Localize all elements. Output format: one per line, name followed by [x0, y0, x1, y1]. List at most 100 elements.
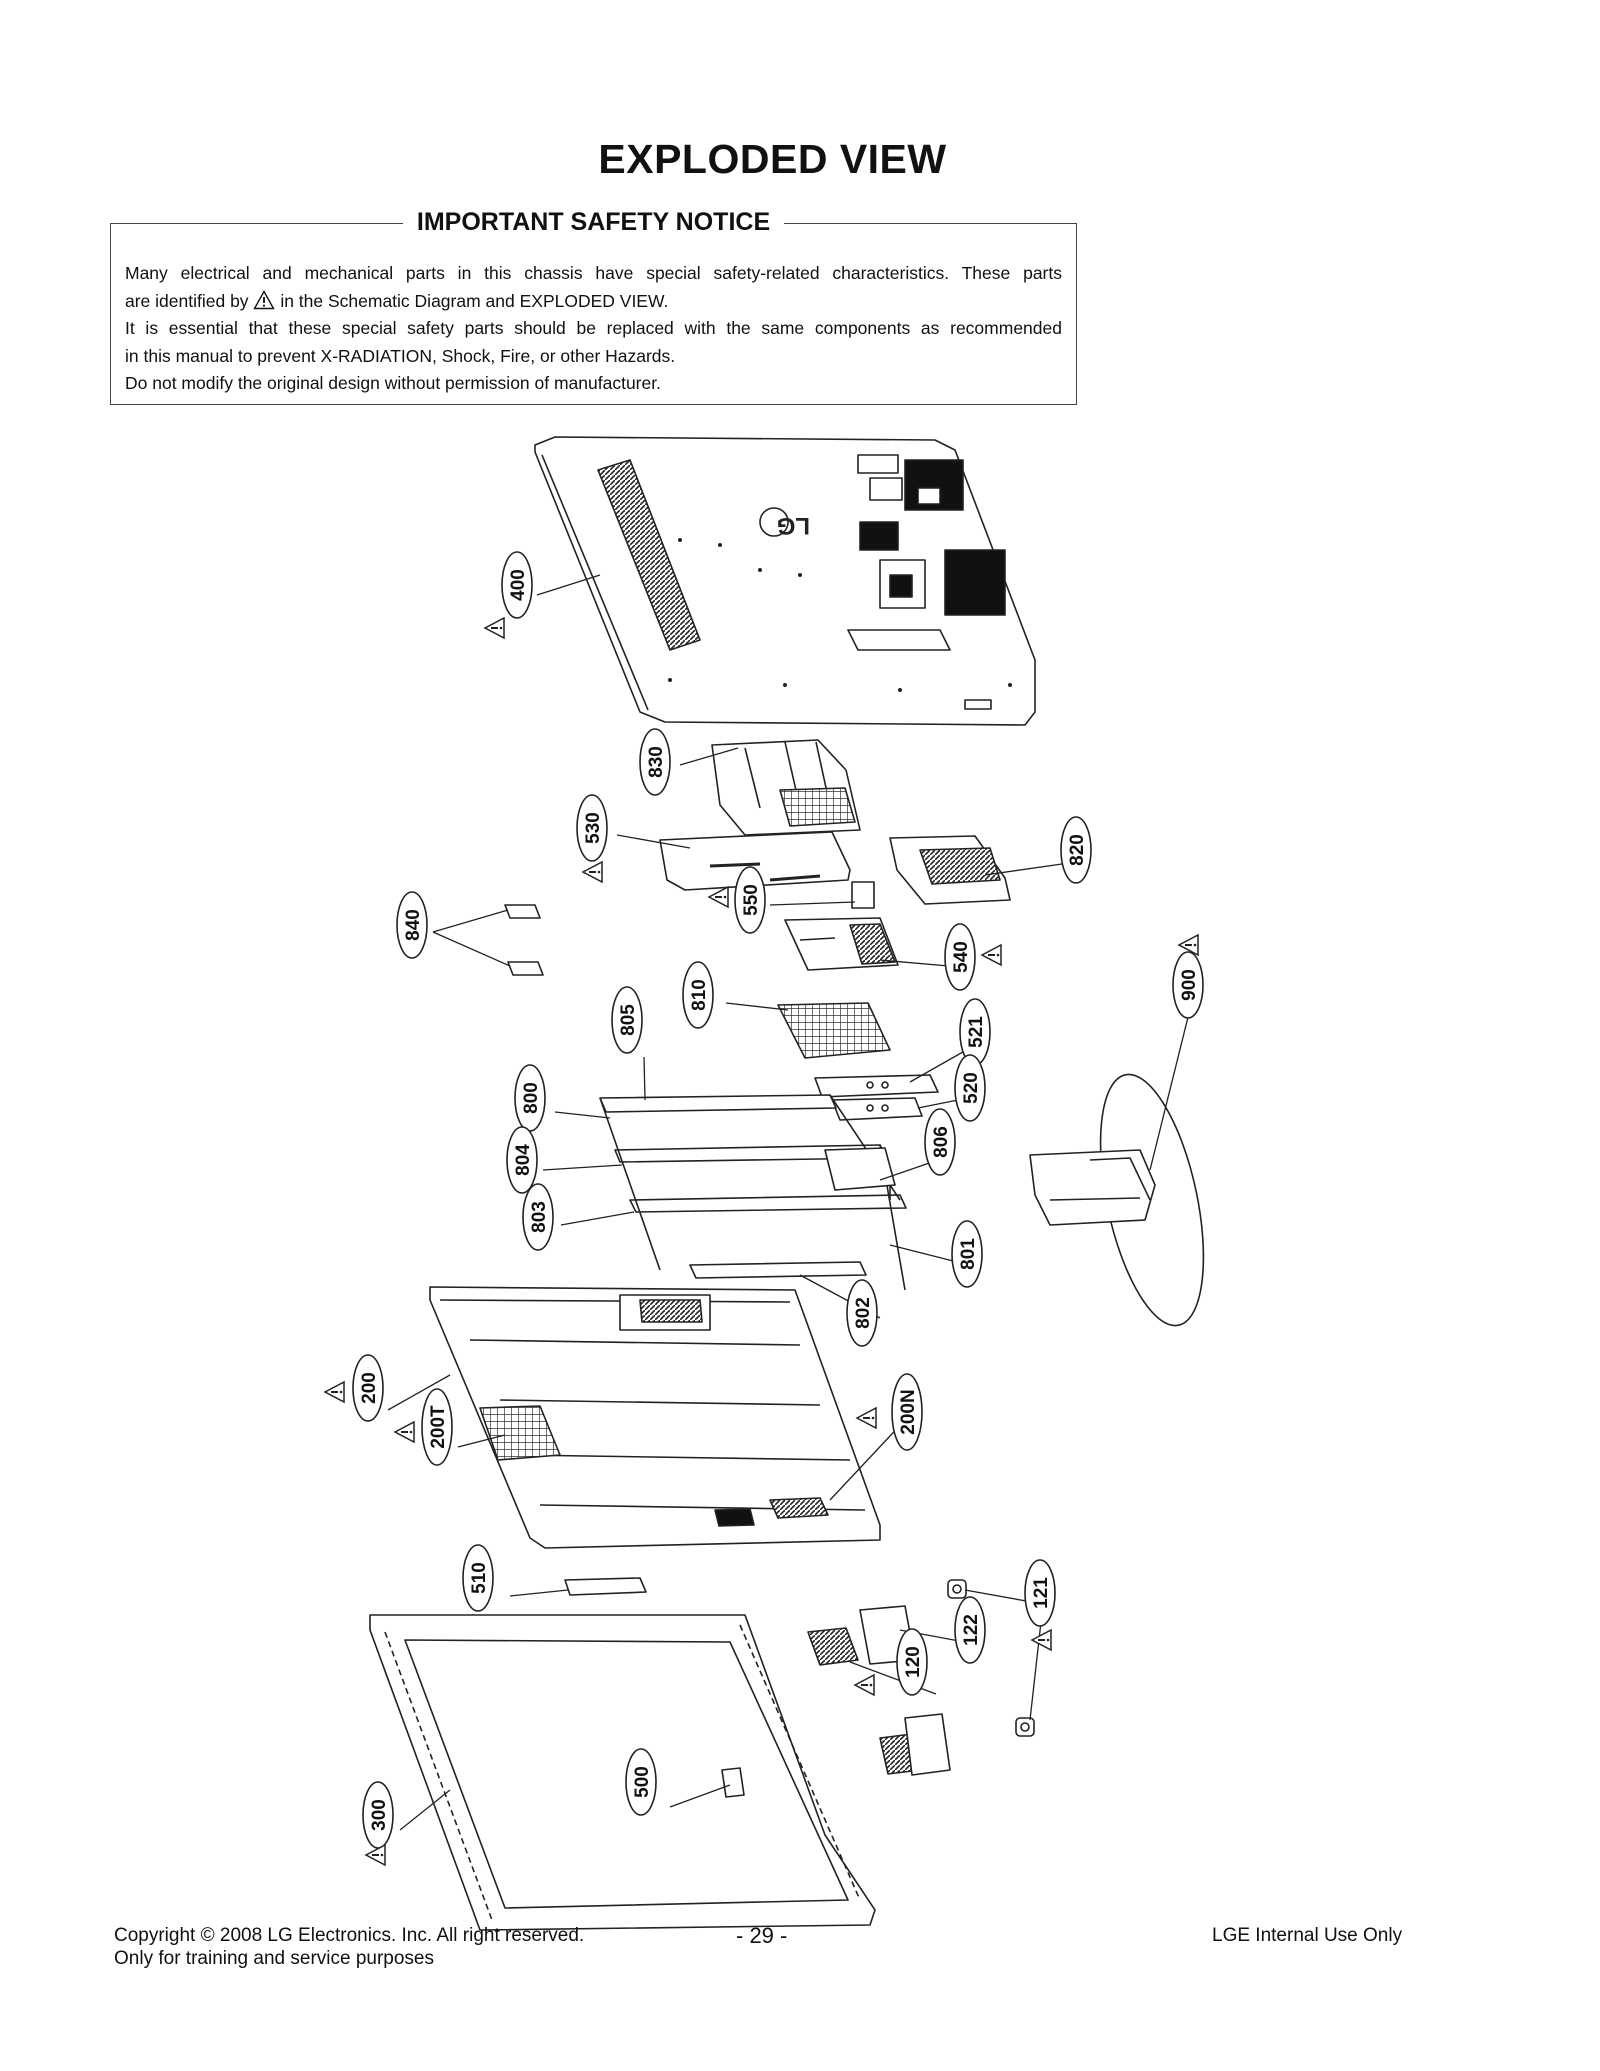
notice-line-4: in this manual to prevent X-RADIATION, S…	[125, 345, 676, 366]
callout-bubble	[954, 1596, 986, 1664]
callout-bubble	[846, 1279, 878, 1347]
callout-label: 806	[931, 1126, 952, 1158]
speaker-parts	[807, 1579, 1035, 1776]
power-board-540-part	[784, 917, 899, 971]
callout-label: 803	[529, 1201, 550, 1233]
callout-840: 840	[396, 891, 428, 959]
warning-triangle-icon	[393, 1420, 415, 1444]
callout-200: 200	[323, 1354, 384, 1422]
callout-200n: 200N	[855, 1373, 923, 1451]
callout-804: 804	[506, 1126, 538, 1194]
warning-triangle-icon	[253, 289, 276, 309]
callout-label: 810	[689, 979, 710, 1011]
page-title: EXPLODED VIEW	[598, 136, 947, 182]
warning-triangle-icon	[1030, 1628, 1052, 1652]
safety-notice-heading: IMPORTANT SAFETY NOTICE	[402, 208, 785, 236]
callout-label: 520	[961, 1072, 982, 1104]
panel-chassis-part	[429, 1286, 881, 1549]
callout-200t: 200T	[393, 1388, 453, 1466]
callout-806: 806	[924, 1108, 956, 1176]
callout-label: 122	[961, 1614, 982, 1646]
copyright-line-1: Copyright © 2008 LG Electronics. Inc. Al…	[114, 1925, 585, 1946]
callout-bubble	[506, 1126, 538, 1194]
svg-text:LG: LG	[777, 512, 810, 539]
safety-notice-body: Many electrical and mechanical parts in …	[125, 260, 1062, 398]
copyright-notice: Copyright © 2008 LG Electronics. Inc. Al…	[114, 1924, 584, 1970]
warning-triangle-icon	[364, 1843, 386, 1867]
bracket-840-part	[504, 904, 544, 976]
callout-bubble	[1172, 951, 1204, 1019]
callout-bubble	[682, 961, 714, 1029]
warning-triangle-icon	[581, 860, 603, 884]
jack-550-part	[851, 881, 875, 909]
callout-bubble	[352, 1354, 384, 1422]
callout-bubble	[421, 1388, 453, 1466]
callout-label: 300	[369, 1799, 390, 1831]
lg-logo: LG	[759, 507, 810, 539]
callout-802: 802	[846, 1279, 878, 1347]
callout-label: 200T	[428, 1405, 449, 1449]
callout-label: 400	[508, 569, 529, 601]
safety-notice-box: IMPORTANT SAFETY NOTICE Many electrical …	[110, 208, 1077, 405]
callout-label: 900	[1179, 969, 1200, 1001]
callout-810: 810	[682, 961, 714, 1029]
callout-label: 800	[521, 1082, 542, 1114]
callout-layer: 400 830 530 820 550 840 540 810 900 805 521 800 520 8…	[323, 551, 1204, 1867]
callout-800: 800	[514, 1064, 546, 1132]
callout-label: 200	[359, 1372, 380, 1404]
callout-bubble	[896, 1628, 928, 1696]
callout-bubble	[954, 1054, 986, 1122]
callout-805: 805	[611, 986, 643, 1054]
warning-triangle-icon	[483, 616, 505, 640]
shield-810-part	[777, 1002, 891, 1059]
warning-triangle-icon	[1177, 933, 1199, 957]
internal-use-notice: LGE Internal Use Only	[1212, 1925, 1403, 1946]
callout-label: 500	[632, 1766, 653, 1798]
notice-line-5: Do not modify the original design withou…	[125, 373, 661, 393]
callout-500: 500	[625, 1748, 657, 1816]
callout-521: 521	[959, 998, 991, 1066]
callout-bubble	[625, 1748, 657, 1816]
callout-label: 820	[1067, 834, 1088, 866]
callout-550: 550	[707, 866, 766, 934]
notice-line-2: are identified by in the Schematic Diagr…	[125, 288, 1062, 316]
callout-540: 540	[944, 923, 1002, 991]
callout-bubble	[576, 794, 608, 862]
callout-bubble	[522, 1183, 554, 1251]
page-number: - 29 -	[736, 1923, 788, 1948]
callout-label: 120	[903, 1646, 924, 1678]
back-cover-part: LG	[534, 436, 1036, 726]
frame-bars-part	[599, 1094, 907, 1291]
callout-803: 803	[522, 1183, 554, 1251]
callout-400: 400	[483, 551, 533, 640]
front-bezel-part	[369, 1614, 876, 1931]
callout-label: 510	[469, 1562, 490, 1594]
notice-line-2b: in the Schematic Diagram and EXPLODED VI…	[280, 290, 669, 311]
callout-label: 550	[741, 884, 762, 916]
callout-bubble	[734, 866, 766, 934]
callout-label: 830	[646, 746, 667, 778]
callout-520: 520	[954, 1054, 986, 1122]
stand-900-part	[1029, 1073, 1205, 1327]
callout-bubble	[951, 1220, 983, 1288]
callout-label: 805	[618, 1004, 639, 1036]
callout-bubble	[891, 1373, 923, 1451]
callout-bubble	[1060, 816, 1092, 884]
ir-board-510-part	[564, 1577, 647, 1596]
callout-122: 122	[954, 1596, 986, 1664]
callout-label: 530	[583, 812, 604, 844]
callout-830: 830	[639, 728, 671, 796]
callout-bubble	[462, 1544, 494, 1612]
callout-510: 510	[462, 1544, 494, 1612]
copyright-line-2: Only for training and service purposes	[114, 1948, 434, 1969]
callout-120: 120	[853, 1628, 928, 1697]
notice-line-3: It is essential that these special safet…	[125, 318, 1062, 338]
callout-label: 200N	[898, 1389, 919, 1434]
callout-bubble	[639, 728, 671, 796]
callout-900: 900	[1172, 933, 1204, 1019]
callout-300: 300	[362, 1781, 394, 1867]
callout-bubble	[924, 1108, 956, 1176]
callout-label: 521	[966, 1016, 987, 1048]
callout-label: 804	[513, 1144, 534, 1176]
